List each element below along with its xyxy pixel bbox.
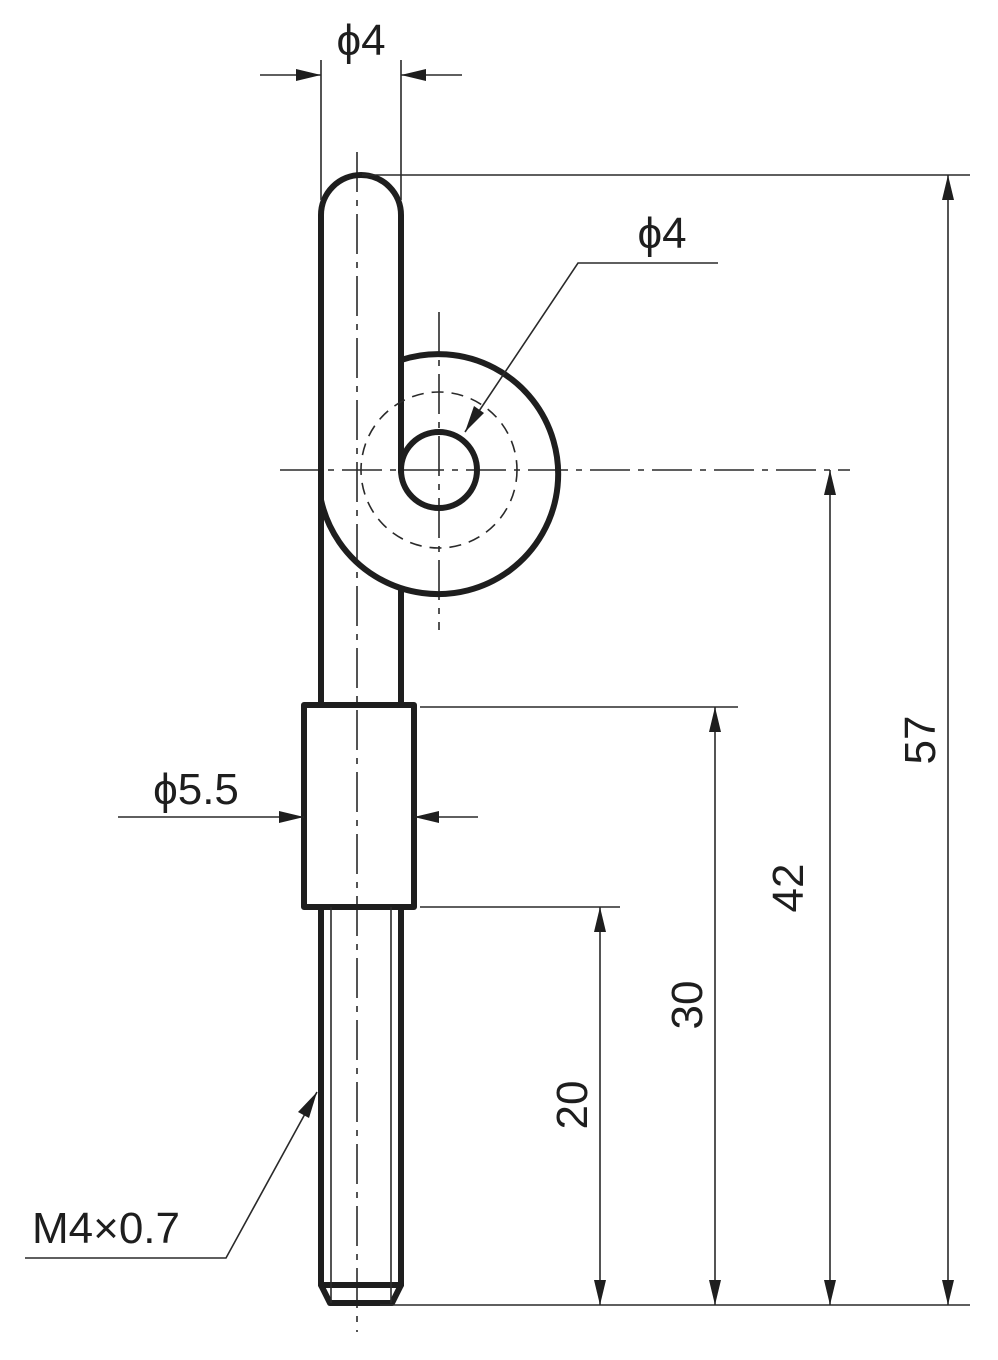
dim-thread: M4×0.7 — [25, 1091, 318, 1259]
dim-to-hole-center: 42 — [764, 470, 836, 1305]
dim-collar-diameter: ϕ5.5 — [118, 765, 478, 823]
collar — [301, 702, 417, 910]
dim-shaft-diameter: ϕ4 — [260, 16, 462, 81]
eye-loop — [318, 351, 562, 598]
label-thread-length: 20 — [548, 1081, 597, 1130]
label-collar-diameter: ϕ5.5 — [153, 765, 239, 814]
eye-hidden-circle — [360, 391, 518, 549]
label-thread: M4×0.7 — [32, 1204, 180, 1253]
dim-hole-diameter: ϕ4 — [464, 209, 718, 433]
thread-chamfer — [318, 1282, 404, 1306]
dim-overall-length: 57 — [896, 175, 954, 1305]
dim-to-collar-top: 30 — [663, 707, 721, 1305]
eye-hole — [398, 429, 480, 511]
label-to-collar-top: 30 — [663, 981, 712, 1030]
label-overall-length: 57 — [896, 716, 945, 765]
label-to-hole-center: 42 — [764, 864, 813, 913]
rod-top-end — [318, 172, 404, 708]
extension-lines — [320, 60, 970, 1306]
label-hole-diameter: ϕ4 — [637, 209, 686, 258]
dim-thread-length: 20 — [548, 907, 606, 1305]
label-shaft-diameter: ϕ4 — [336, 16, 385, 65]
part-outline — [301, 172, 562, 1306]
